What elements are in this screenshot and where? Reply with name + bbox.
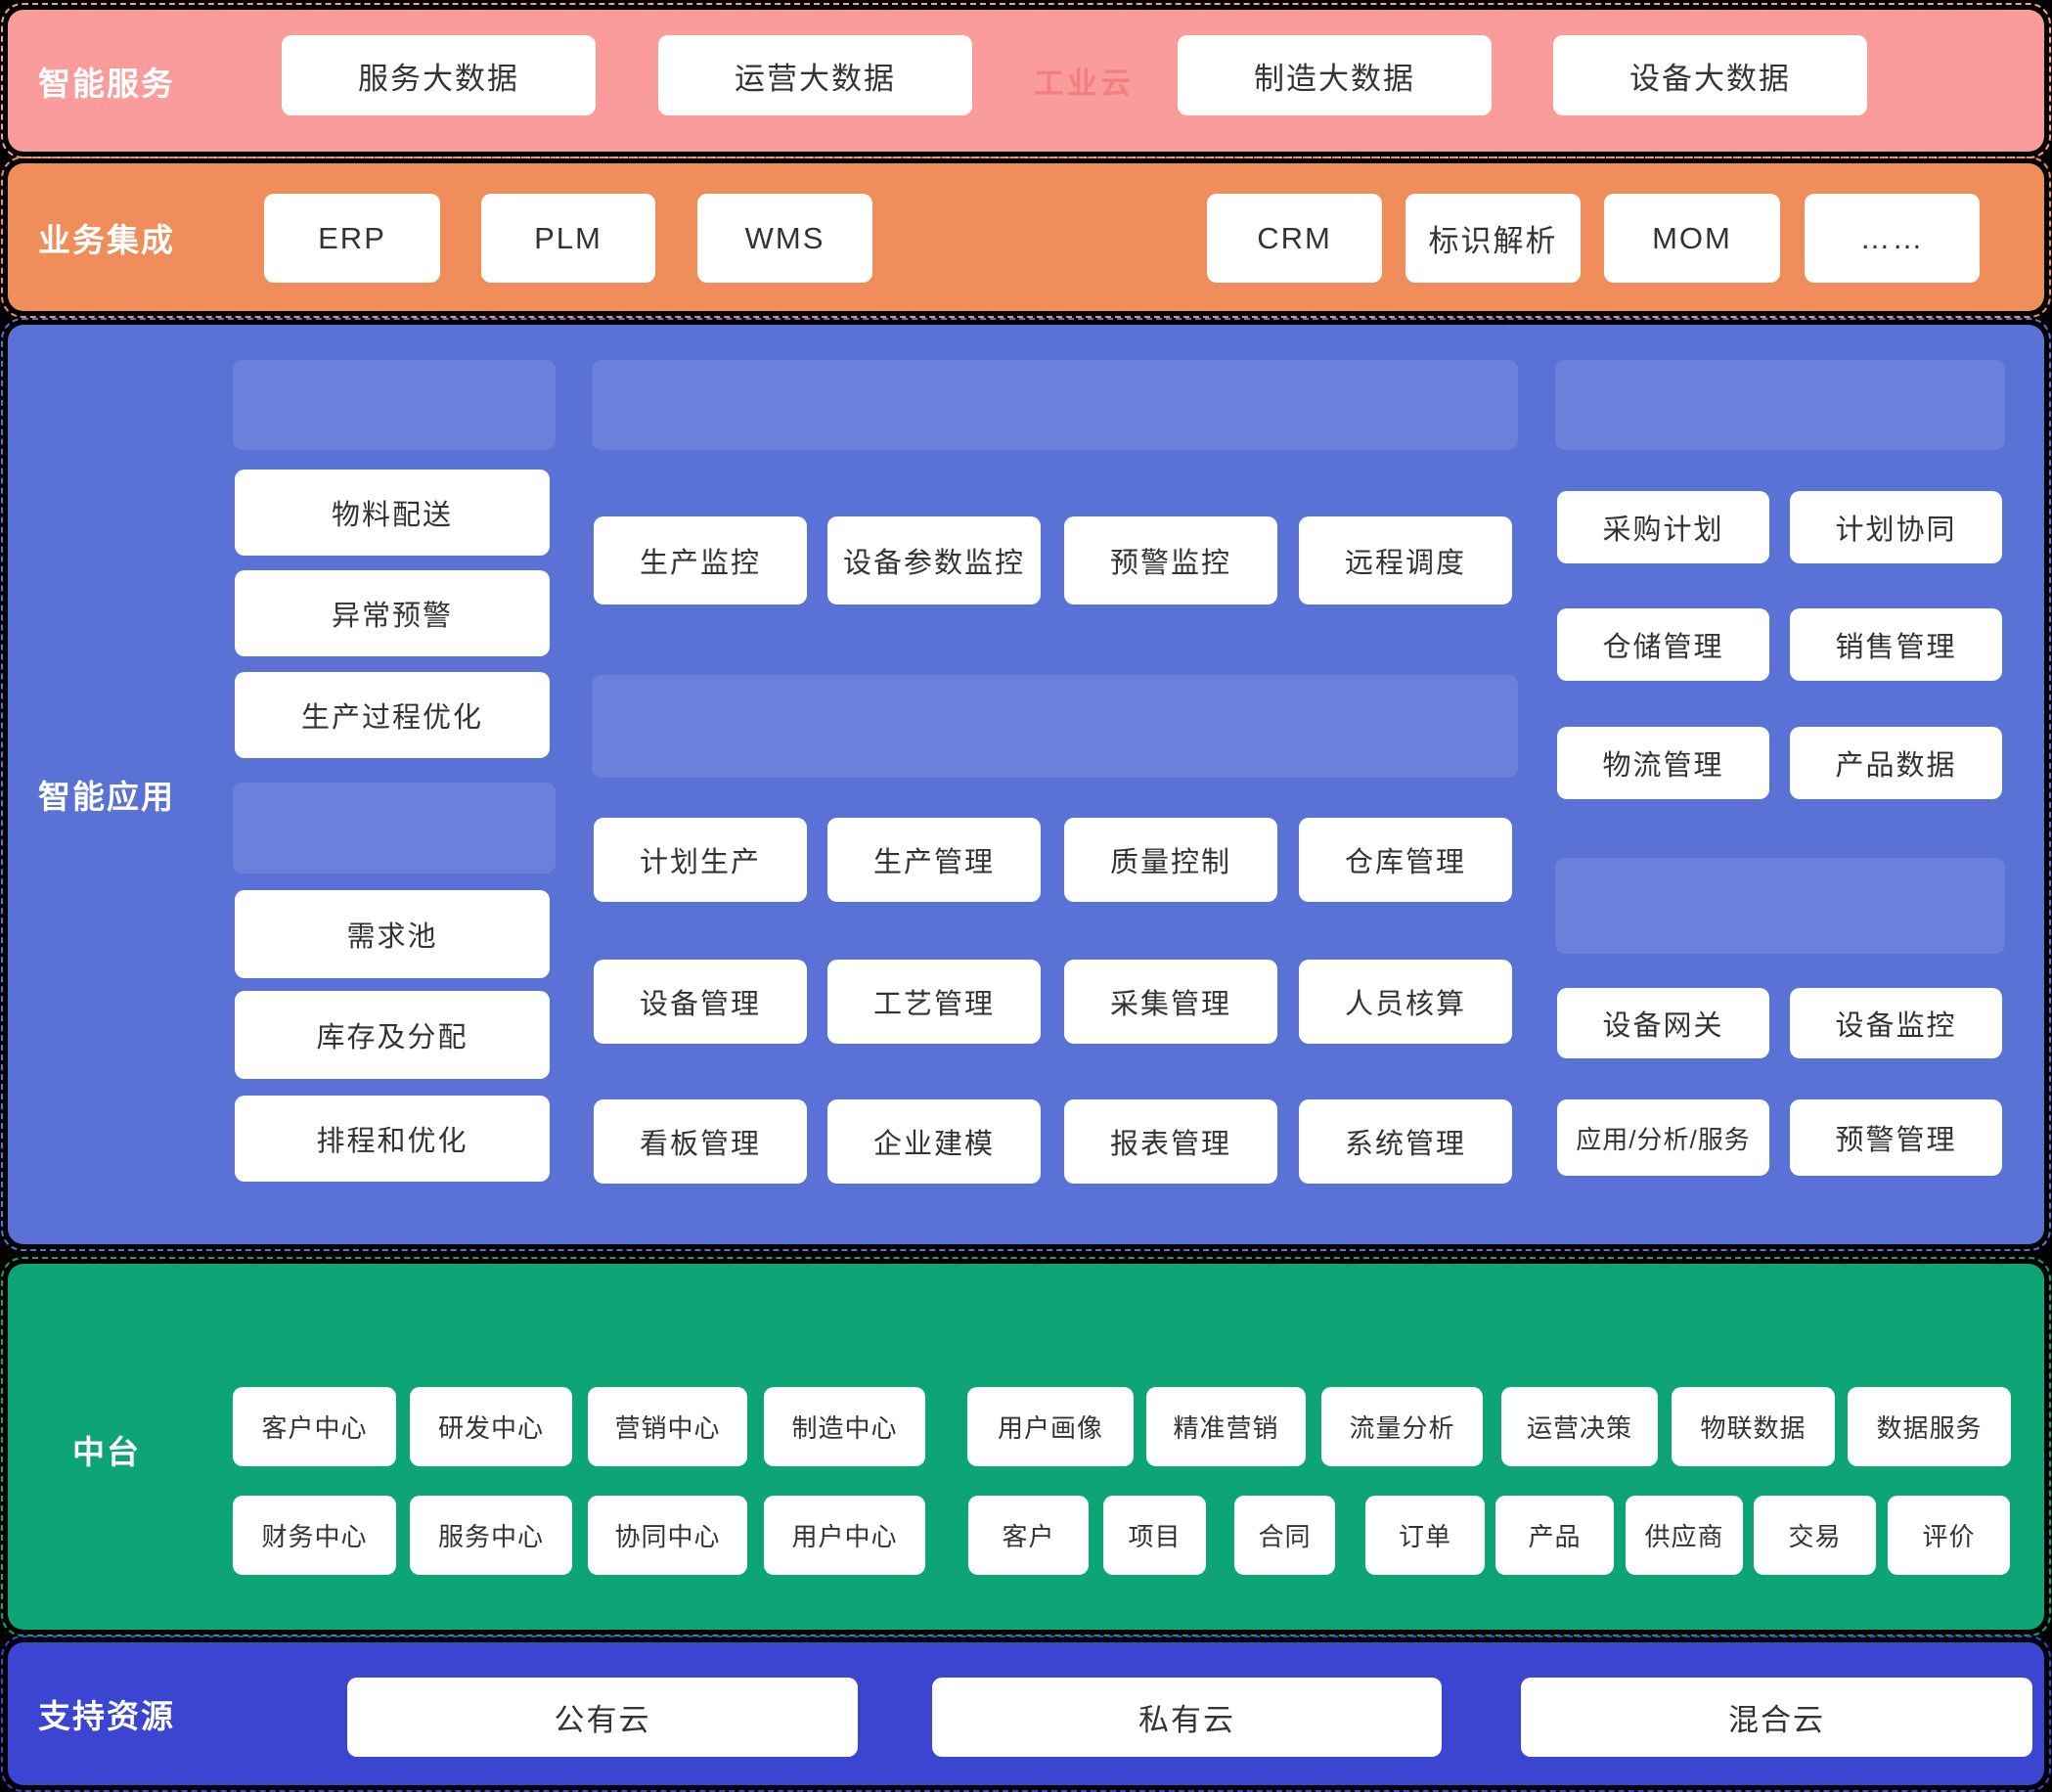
integration-box: WMS <box>697 194 872 283</box>
center-box: 数据服务 <box>1848 1387 2011 1466</box>
center-box: 交易 <box>1754 1496 1876 1575</box>
center-box: 制造中心 <box>764 1387 925 1466</box>
app-box: 物流管理 <box>1557 727 1769 799</box>
app-box: 生产过程优化 <box>235 672 550 758</box>
band-resources: 支持资源 公有云 私有云 混合云 <box>1 1635 2051 1792</box>
group-header-strip <box>233 360 556 450</box>
app-box: 设备网关 <box>1557 988 1769 1058</box>
app-box: 仓库管理 <box>1299 818 1512 902</box>
center-box: 流量分析 <box>1321 1387 1483 1466</box>
band-apps: 智能应用 物料配送 异常预警 生产过程优化 需求池 库存及分配 排程和优化 生产… <box>1 318 2051 1251</box>
center-box: 合同 <box>1234 1496 1335 1575</box>
center-box: 服务中心 <box>410 1496 572 1575</box>
center-box: 客户 <box>968 1496 1089 1575</box>
services-box: 制造大数据 <box>1178 35 1492 115</box>
integration-box: PLM <box>481 194 655 283</box>
app-box: 质量控制 <box>1064 818 1277 902</box>
group-header-strip <box>1555 858 2005 954</box>
app-box: 设备管理 <box>594 960 807 1044</box>
integration-box: …… <box>1805 194 1980 283</box>
group-header-strip <box>592 675 1518 778</box>
band-services: 智能服务 服务大数据 运营大数据 工业云 制造大数据 设备大数据 <box>1 3 2051 158</box>
app-box: 采购计划 <box>1557 491 1769 563</box>
center-box: 物联数据 <box>1672 1387 1835 1466</box>
industrial-cloud-watermark: 工业云 <box>1034 67 1134 101</box>
app-box: 企业建模 <box>827 1099 1041 1184</box>
band-label-midplatform: 中台 <box>72 1434 141 1470</box>
app-box: 仓储管理 <box>1557 608 1769 681</box>
app-box: 库存及分配 <box>235 991 550 1079</box>
services-box: 服务大数据 <box>282 35 596 115</box>
app-box: 产品数据 <box>1790 727 2002 799</box>
app-box: 异常预警 <box>235 570 550 656</box>
app-box: 采集管理 <box>1064 960 1277 1044</box>
app-box: 生产监控 <box>594 516 807 605</box>
app-box: 销售管理 <box>1790 608 2002 681</box>
center-box: 运营决策 <box>1501 1387 1658 1466</box>
integration-box: ERP <box>264 194 440 283</box>
center-box: 评价 <box>1888 1496 2010 1575</box>
app-box: 计划生产 <box>594 818 807 902</box>
center-box: 研发中心 <box>410 1387 572 1466</box>
app-box: 工艺管理 <box>827 960 1041 1044</box>
group-header-strip <box>1555 360 2005 450</box>
center-box: 供应商 <box>1626 1496 1743 1575</box>
resource-box: 私有云 <box>932 1678 1442 1757</box>
group-header-strip <box>592 360 1518 450</box>
integration-box: MOM <box>1604 194 1780 283</box>
services-box: 设备大数据 <box>1553 35 1867 115</box>
app-box: 计划协同 <box>1790 491 2002 563</box>
center-box: 项目 <box>1103 1496 1206 1575</box>
center-box: 营销中心 <box>588 1387 747 1466</box>
app-box: 看板管理 <box>594 1099 807 1184</box>
center-box: 财务中心 <box>233 1496 396 1575</box>
band-label-integration: 业务集成 <box>38 221 175 258</box>
integration-box: CRM <box>1207 194 1382 283</box>
app-box: 生产管理 <box>827 818 1041 902</box>
app-box: 预警监控 <box>1064 516 1277 605</box>
band-label-services: 智能服务 <box>38 65 175 102</box>
app-box: 设备监控 <box>1790 988 2002 1058</box>
app-box: 应用/分析/服务 <box>1557 1099 1769 1176</box>
resource-box: 公有云 <box>347 1678 858 1757</box>
band-midplatform: 中台 客户中心 研发中心 营销中心 制造中心 用户画像 精准营销 流量分析 运营… <box>1 1257 2051 1636</box>
center-box: 客户中心 <box>233 1387 396 1466</box>
app-box: 物料配送 <box>235 470 550 556</box>
services-box: 运营大数据 <box>658 35 972 115</box>
app-box: 需求池 <box>235 890 550 978</box>
center-box: 协同中心 <box>588 1496 747 1575</box>
app-box: 报表管理 <box>1064 1099 1277 1184</box>
group-header-strip <box>233 783 556 874</box>
center-box: 用户中心 <box>764 1496 925 1575</box>
resource-box: 混合云 <box>1521 1678 2032 1757</box>
center-box: 精准营销 <box>1146 1387 1306 1466</box>
band-label-resources: 支持资源 <box>38 1698 175 1734</box>
app-box: 设备参数监控 <box>827 516 1041 605</box>
band-label-apps: 智能应用 <box>38 779 175 815</box>
band-integration: 业务集成 ERP PLM WMS CRM 标识解析 MOM …… <box>1 157 2051 318</box>
center-box: 产品 <box>1495 1496 1614 1575</box>
app-box: 系统管理 <box>1299 1099 1512 1184</box>
integration-box: 标识解析 <box>1405 194 1581 283</box>
center-box: 订单 <box>1365 1496 1485 1575</box>
app-box: 人员核算 <box>1299 960 1512 1044</box>
center-box: 用户画像 <box>967 1387 1134 1466</box>
app-box: 排程和优化 <box>235 1096 550 1182</box>
app-box: 远程调度 <box>1299 516 1512 605</box>
app-box: 预警管理 <box>1790 1099 2002 1176</box>
